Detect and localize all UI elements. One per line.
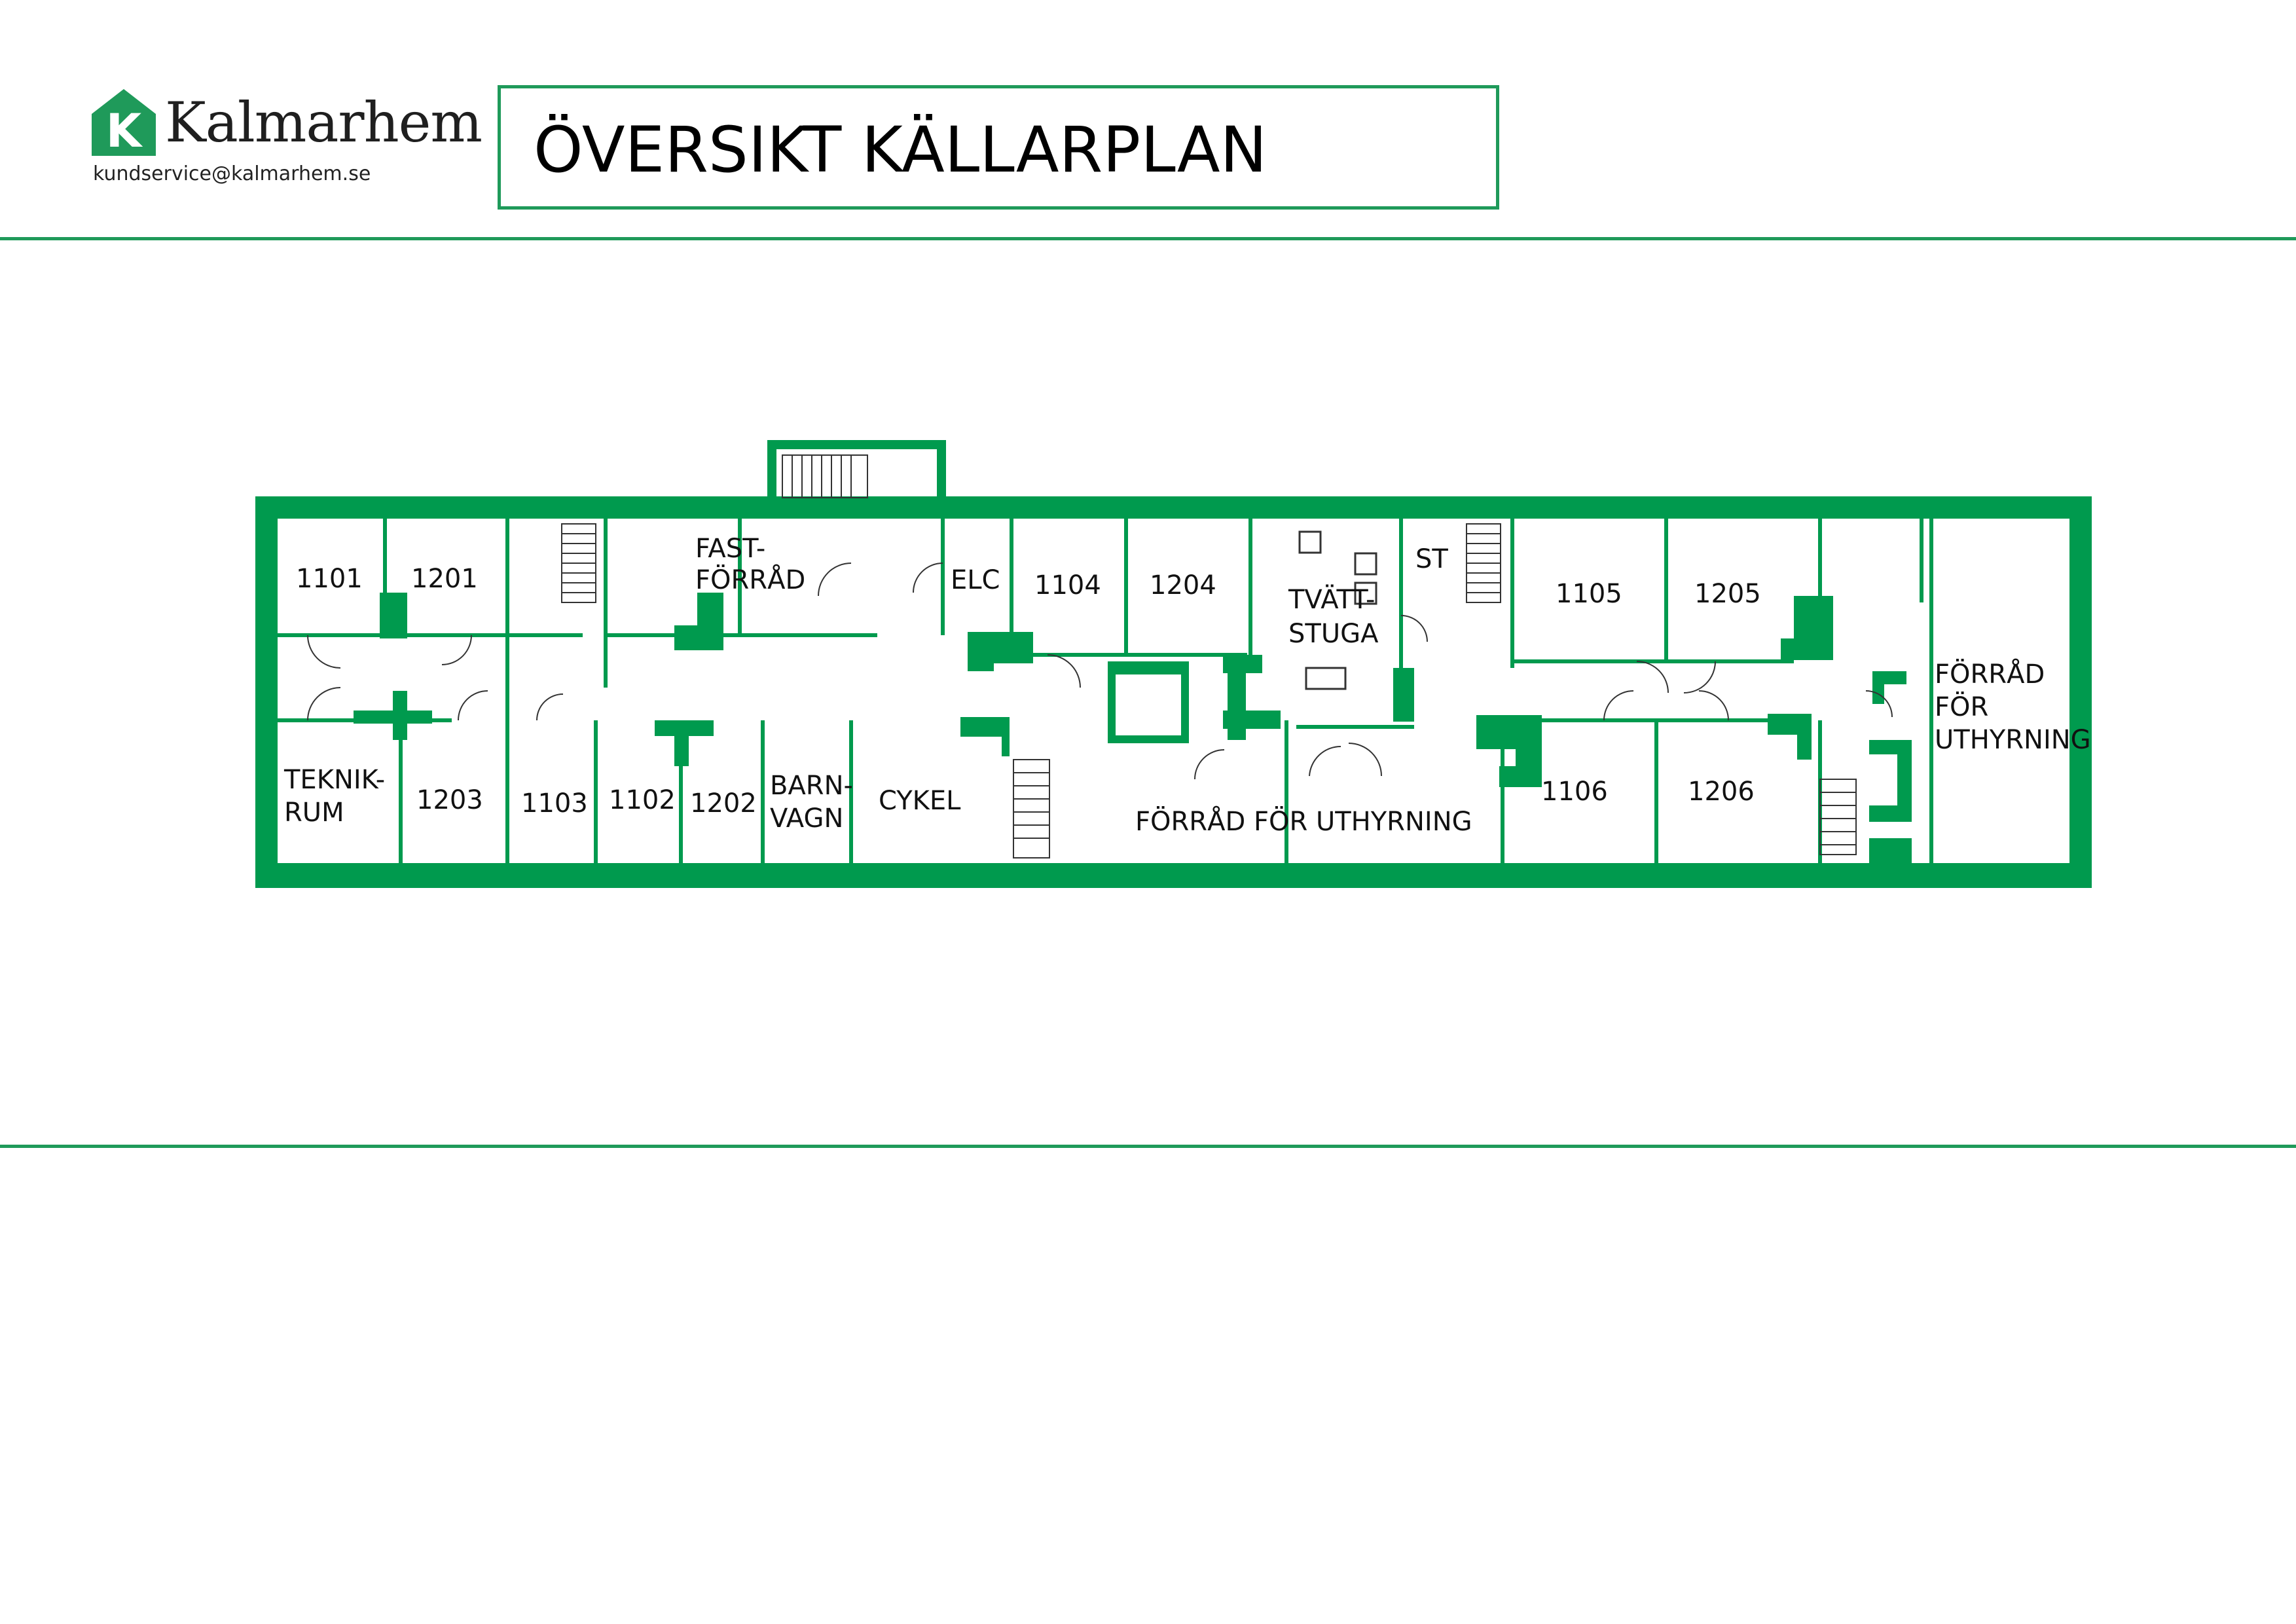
room-teknikrum-line2: RUM	[284, 798, 344, 828]
room-1104: 1104	[1034, 570, 1101, 600]
room-1204: 1204	[1150, 570, 1216, 600]
title-box: ÖVERSIKT KÄLLARPLAN	[498, 85, 1499, 210]
room-1106: 1106	[1541, 777, 1608, 807]
room-1203: 1203	[416, 785, 483, 815]
page-title: ÖVERSIKT KÄLLARPLAN	[534, 113, 1267, 187]
room-barnvagn-line2: VAGN	[770, 803, 843, 834]
room-tvattstuga-line1: TVÄTT-	[1288, 583, 1375, 615]
room-barnvagn-line1: BARN-	[770, 771, 853, 801]
room-elc: ELC	[951, 565, 1000, 595]
room-fastforrad-line2: FÖRRÅD	[695, 564, 805, 595]
room-tvattstuga-line2: STUGA	[1288, 619, 1379, 649]
room-forrad-uthyrning-right-line1: FÖRRÅD	[1935, 658, 2045, 690]
room-fastforrad-line1: FAST-	[695, 534, 765, 564]
room-1103: 1103	[521, 788, 588, 819]
room-1201: 1201	[411, 564, 478, 594]
room-forrad-uthyrning-right-line3: UTHYRNING	[1935, 725, 2091, 755]
room-cykel: CYKEL	[879, 786, 961, 816]
room-1206: 1206	[1688, 777, 1755, 807]
house-k-icon: K	[92, 89, 156, 156]
room-1202: 1202	[690, 788, 757, 819]
footer-divider	[0, 1145, 2296, 1148]
room-1105: 1105	[1556, 579, 1622, 609]
kalmarhem-logo: K Kalmarhem kundservice@kalmarhem.se	[92, 85, 483, 190]
room-1102: 1102	[609, 785, 676, 815]
room-st: ST	[1415, 544, 1448, 574]
svg-text:K: K	[106, 104, 143, 156]
room-1101: 1101	[296, 564, 363, 594]
brand-name: Kalmarhem	[165, 90, 483, 155]
room-1205: 1205	[1694, 579, 1761, 609]
room-teknikrum-line1: TEKNIK-	[283, 765, 385, 795]
room-forrad-uthyrning-mid: FÖRRÅD FÖR UTHYRNING	[1135, 805, 1472, 837]
header-divider	[0, 237, 2296, 240]
contact-email: kundservice@kalmarhem.se	[93, 162, 371, 185]
room-forrad-uthyrning-right-line2: FÖR	[1935, 691, 1988, 722]
